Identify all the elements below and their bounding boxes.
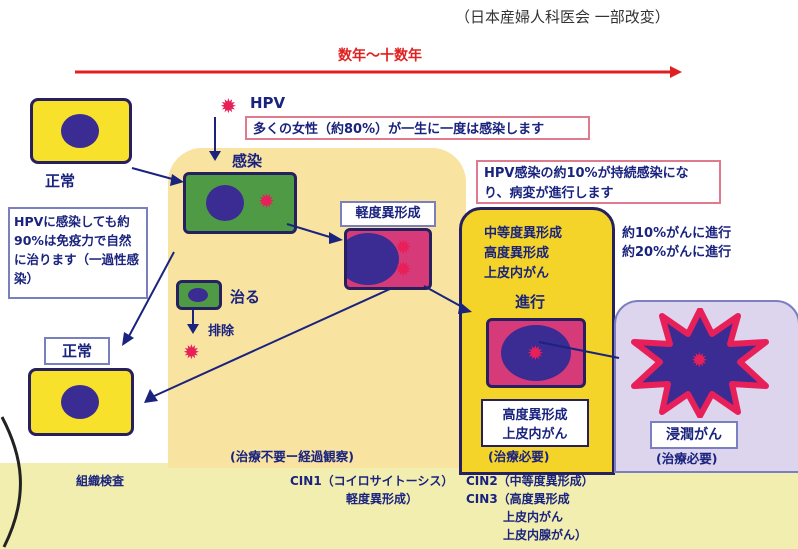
heal-label: 治る: [230, 288, 261, 306]
arrow-infection-to-mild: [286, 223, 343, 244]
mild-dysplasia-label: 軽度異形成: [340, 201, 436, 227]
invasive-label: 浸潤がん: [666, 427, 722, 443]
infection-label: 感染: [232, 152, 263, 170]
invasive-label-box: 浸潤がん: [650, 421, 738, 449]
exclude-down-arrow: [187, 308, 199, 334]
immune-note: HPVに感染しても約90%は免疫力で自然に治ります（一過性感染）: [8, 207, 148, 299]
cancer-progress-line-1: 約10%がんに進行: [622, 226, 732, 241]
source-caption: （日本産婦人科医会 一部改変）: [455, 8, 670, 26]
normal-label-box: 正常: [44, 337, 110, 365]
hpv-down-arrow: [209, 117, 221, 161]
normal-cell-top: [30, 98, 132, 164]
severe-box: 高度異形成 上皮内がん: [481, 399, 589, 447]
nucleus: [501, 325, 571, 381]
cancer-progress-line-2: 約20%がんに進行: [622, 245, 732, 260]
nucleus: [206, 185, 244, 221]
tissue-exam-label: 組織検査: [76, 474, 125, 488]
severe-dysplasia-line: 高度異形成: [484, 246, 550, 261]
progress-label: 進行: [515, 293, 546, 311]
treatment-needed-label-1: (治療必要): [488, 449, 550, 464]
treatment-needed-label-2: (治療必要): [656, 451, 718, 466]
normal-cell-bottom: [28, 368, 134, 436]
arrow-immune-to-normal: [122, 251, 175, 346]
exclude-label: 排除: [208, 324, 235, 339]
arrow-mild-to-severe: [423, 285, 472, 314]
virus-icon: ✹: [183, 340, 200, 364]
normal-label-top: 正常: [45, 172, 76, 190]
severe-box-line-2: 上皮内がん: [502, 427, 568, 442]
arrow-mild-to-normal: [144, 288, 391, 403]
hpv-virus-icon: ✹: [220, 94, 237, 118]
virus-icon: ✹: [691, 348, 708, 372]
nucleus: [61, 114, 99, 148]
infected-cell: ✹: [183, 172, 297, 234]
severe-dysplasia-cell: ✹: [486, 318, 586, 388]
severe-box-line-1: 高度異形成: [502, 408, 568, 423]
arrow-normal-to-infection: [131, 167, 184, 186]
infection-note: 多くの女性（約80%）が一生に一度は感染します: [245, 116, 590, 140]
invasive-cancer-cell: [631, 308, 769, 418]
nucleus: [61, 385, 99, 419]
persistent-note: HPV感染の約10%が持続感染になり、病変が進行します: [476, 160, 721, 204]
cin3-line-1: CIN3（高度異形成: [466, 492, 570, 506]
timeline-label: 数年～十数年: [338, 48, 422, 64]
hpv-label: HPV: [250, 94, 286, 112]
nucleus: [188, 288, 208, 302]
no-treatment-label: (治療不要ー経過観察): [230, 449, 354, 464]
healing-cell: [176, 280, 222, 310]
speech-bubble-edge: [0, 416, 22, 548]
cin3-line-2: 上皮内がん: [503, 510, 564, 524]
normal-label-bottom: 正常: [61, 342, 92, 360]
cin3-line-3: 上皮内腺がん）: [503, 528, 588, 542]
mild-dysplasia-cell: ✹ ✹: [344, 228, 432, 290]
cin1-line-2: 軽度異形成）: [346, 492, 419, 506]
cin2-line: CIN2（中等度異形成）: [466, 474, 594, 488]
moderate-dysplasia-line: 中等度異形成: [484, 226, 563, 241]
virus-icon: ✹: [527, 341, 544, 365]
bottom-strip: [0, 463, 798, 549]
virus-icon: ✹: [395, 235, 412, 259]
virus-icon: ✹: [258, 189, 275, 213]
nucleus: [347, 233, 399, 285]
virus-icon: ✹: [395, 257, 412, 281]
cin1-line-1: CIN1（コイロサイトーシス）: [290, 474, 454, 488]
timeline-arrow: [75, 66, 682, 78]
carcinoma-in-situ-line: 上皮内がん: [484, 266, 550, 281]
arrow-severe-to-invasive: [538, 341, 620, 359]
